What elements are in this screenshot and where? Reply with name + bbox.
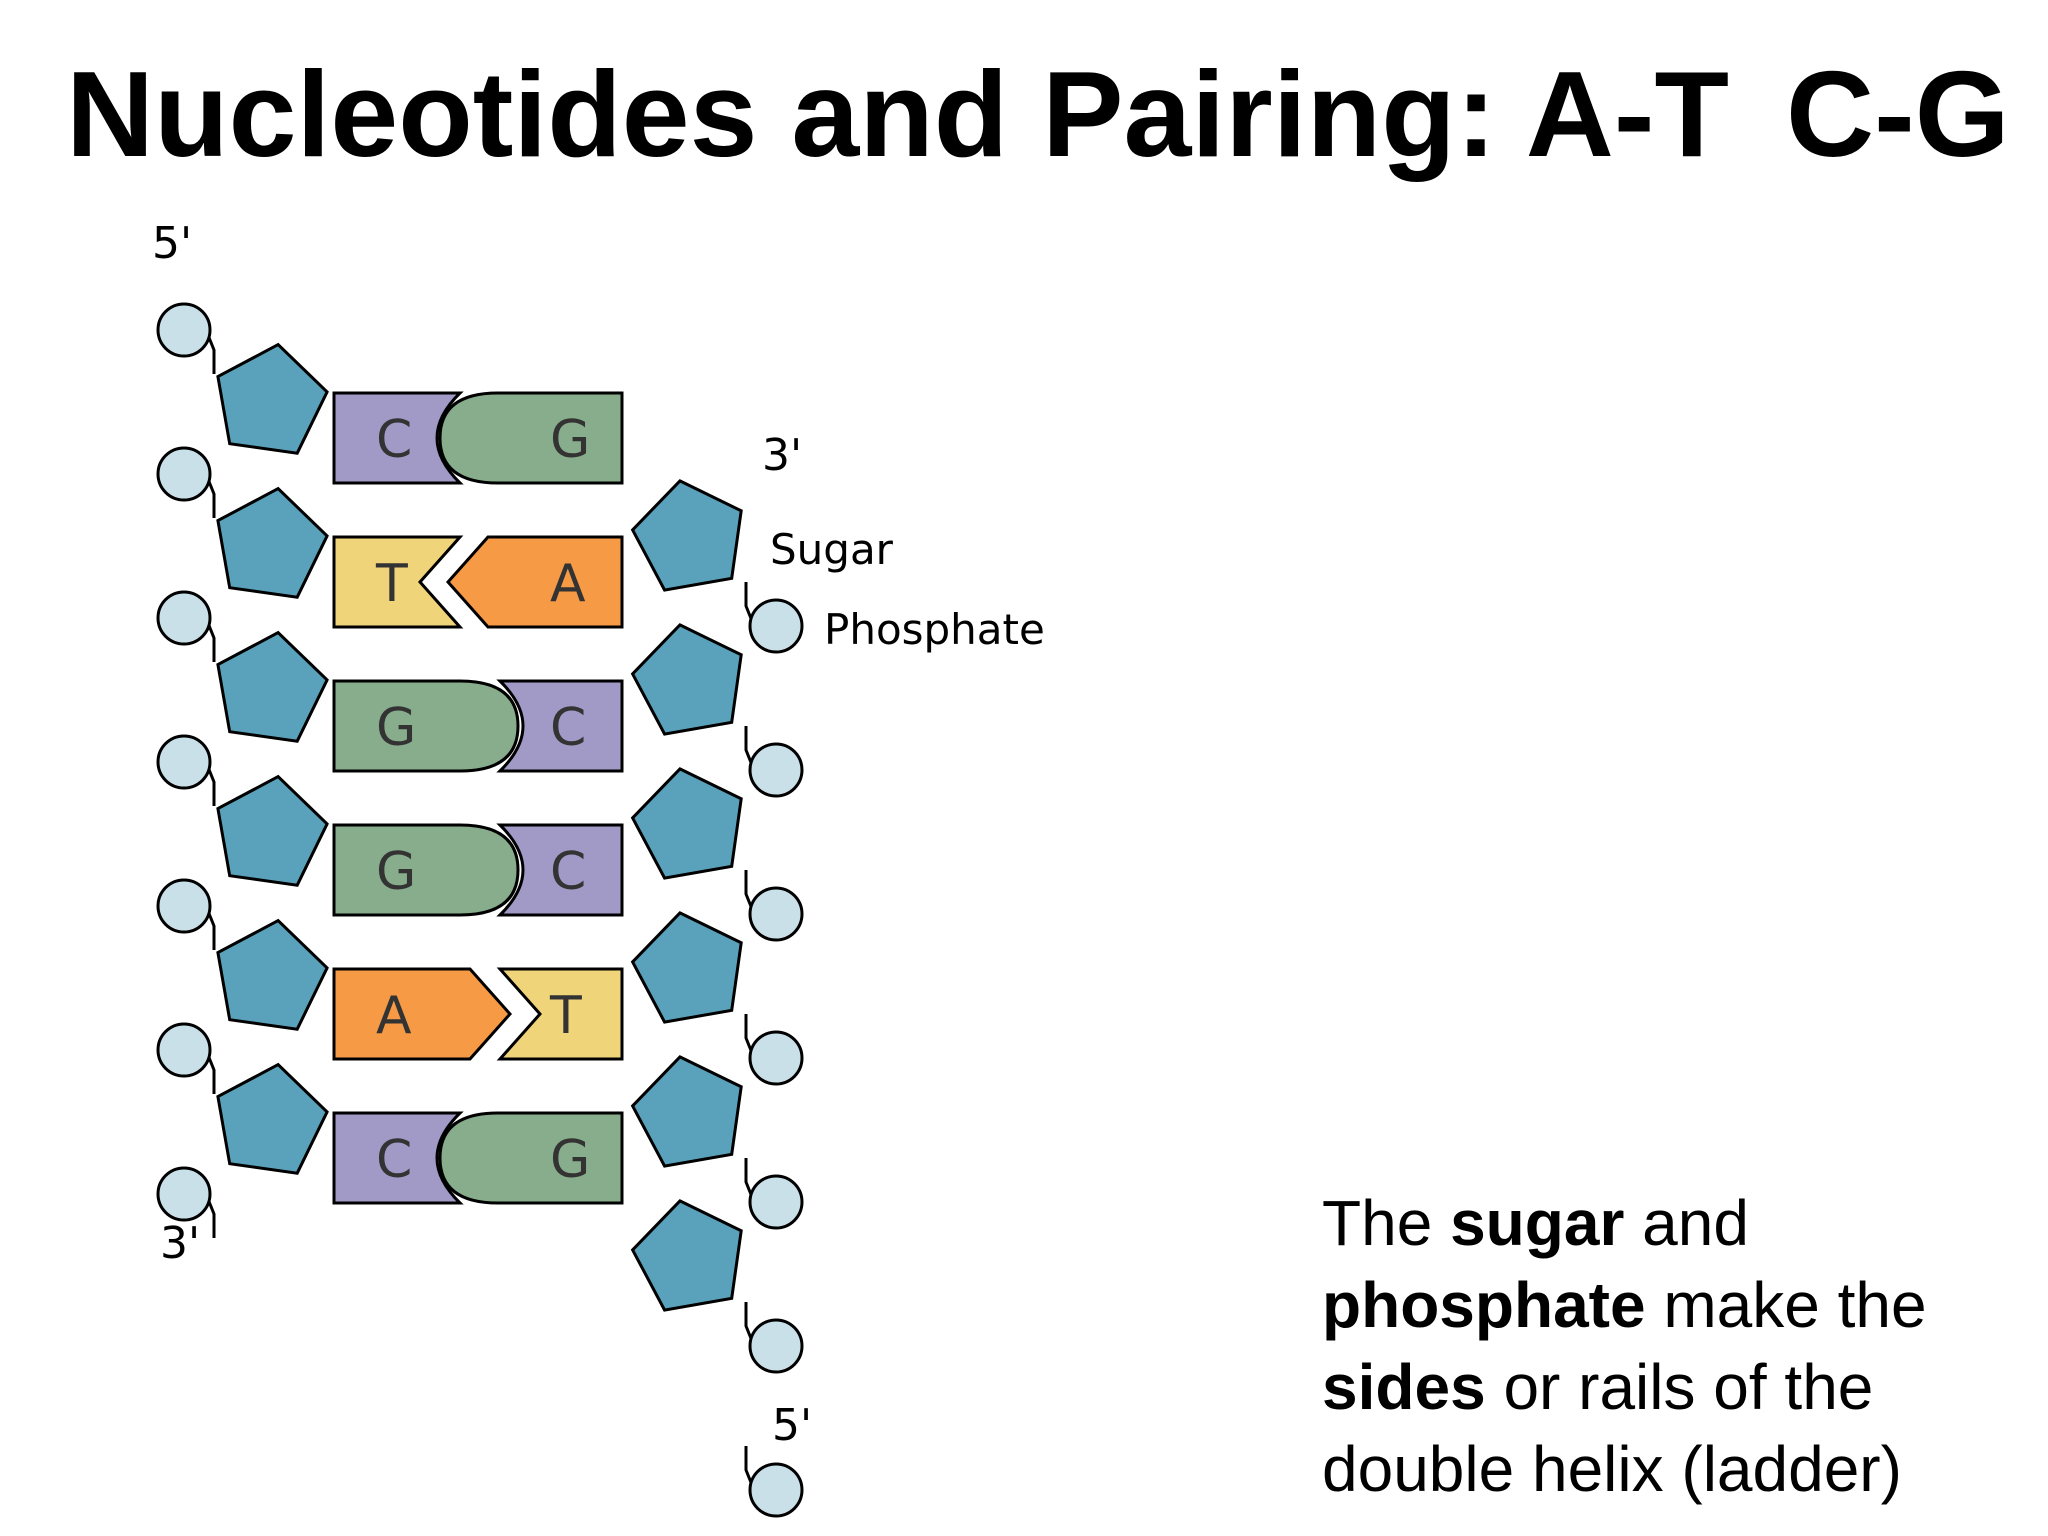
slide-title: Nucleotides and Pairing: A-T C-G xyxy=(66,44,2016,184)
phosphate-circle xyxy=(748,886,804,942)
phosphate-label: Phosphate xyxy=(824,605,1045,654)
caption-line-4: double helix (ladder) xyxy=(1322,1433,1902,1505)
sugar-pentagon xyxy=(630,911,743,1024)
sugar-pentagon xyxy=(630,1199,743,1312)
sugar-pentagon xyxy=(216,342,329,455)
sugar-group xyxy=(216,342,743,1312)
phosphate-circle xyxy=(156,446,212,502)
phosphate-circle xyxy=(156,302,212,358)
phosphate-circle xyxy=(748,1318,804,1374)
sugar-label: Sugar xyxy=(770,525,894,574)
base-letter-left: A xyxy=(376,986,412,1046)
caption-bold-sides: sides xyxy=(1322,1351,1486,1423)
base-T-right xyxy=(496,967,624,1061)
base-letter-right: T xyxy=(549,986,582,1046)
caption-line-3: sides or rails of the xyxy=(1322,1351,1874,1423)
base-letter-right: C xyxy=(550,698,586,758)
base-pair-group: C G T A G C G C A T C G xyxy=(332,391,624,1205)
base-G-left xyxy=(332,823,520,917)
base-letter-right: G xyxy=(550,1130,590,1190)
sugar-pentagon xyxy=(630,767,743,880)
phosphate-circle xyxy=(156,590,212,646)
base-A-left xyxy=(332,967,513,1061)
phosphate-circle xyxy=(156,1022,212,1078)
sugar-pentagon xyxy=(216,918,329,1031)
base-C-right xyxy=(496,679,624,773)
caption-bold-sugar: sugar xyxy=(1450,1187,1625,1259)
sugar-pentagon xyxy=(630,1055,743,1168)
right-bottom-end-label: 5' xyxy=(772,1400,812,1451)
sugar-pentagon xyxy=(216,630,329,743)
phosphate-circle xyxy=(156,734,212,790)
caption-line-2: phosphate make the xyxy=(1322,1269,1927,1341)
base-C-left xyxy=(332,391,464,485)
base-letter-left: C xyxy=(376,1130,412,1190)
base-A-right xyxy=(445,535,624,629)
base-C-left xyxy=(332,1111,464,1205)
left-bottom-end-label: 3' xyxy=(160,1218,200,1269)
base-letter-left: G xyxy=(376,698,416,758)
base-G-right xyxy=(438,1111,624,1205)
base-C-right xyxy=(496,823,624,917)
phosphate-circle xyxy=(748,1462,804,1518)
sugar-pentagon xyxy=(216,1062,329,1175)
phosphate-circle xyxy=(156,878,212,934)
sugar-pentagon xyxy=(630,479,743,592)
sugar-pentagon xyxy=(216,774,329,887)
phosphate-circle xyxy=(748,598,804,654)
caption-line-1: The sugar and xyxy=(1322,1187,1749,1259)
phosphate-group xyxy=(156,302,804,1518)
base-G-right xyxy=(438,391,624,485)
base-letter-left: G xyxy=(376,842,416,902)
base-letter-left: T xyxy=(375,554,408,614)
phosphate-circle xyxy=(156,1166,212,1222)
base-G-left xyxy=(332,679,520,773)
base-letter-right: G xyxy=(550,410,590,470)
caption-bold-phosphate: phosphate xyxy=(1322,1269,1646,1341)
left-top-end-label: 5' xyxy=(152,218,192,269)
caption: The sugar and phosphate make the sides o… xyxy=(1322,1182,2022,1510)
title-pair-cg: C-G xyxy=(1786,46,2010,182)
dna-ladder-diagram: C G T A G C G C A T C G 5' 3' 3' 5' Sugar Phosphate xyxy=(152,218,1045,1518)
base-T-left xyxy=(332,535,464,629)
sugar-pentagon xyxy=(216,486,329,599)
phosphate-circle xyxy=(748,1030,804,1086)
phosphate-circle xyxy=(748,742,804,798)
base-letter-left: C xyxy=(376,410,412,470)
sugar-pentagon xyxy=(630,623,743,736)
base-letter-right: C xyxy=(550,842,586,902)
phosphate-circle xyxy=(748,1174,804,1230)
base-letter-right: A xyxy=(550,554,586,614)
right-top-end-label: 3' xyxy=(762,430,802,481)
title-text: Nucleotides and Pairing: A-T xyxy=(66,46,1729,182)
